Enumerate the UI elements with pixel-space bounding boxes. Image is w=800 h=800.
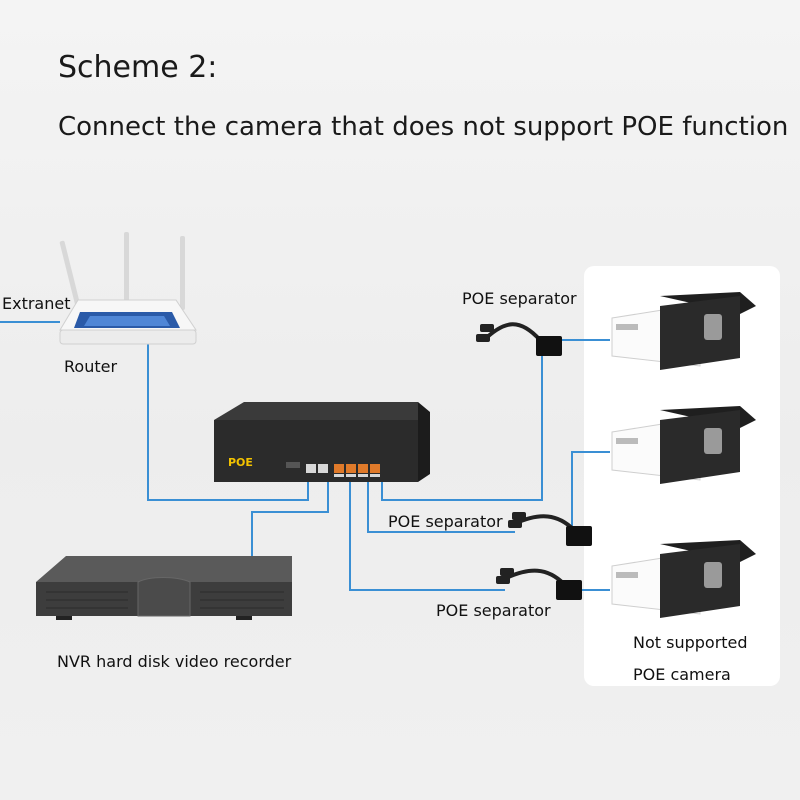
- poe-separator-1-icon: [476, 322, 562, 356]
- poe-separator-label-1: POE separator: [462, 289, 577, 308]
- switch-poe-badge: POE: [228, 456, 253, 469]
- poe-separator-3-icon: [496, 568, 582, 600]
- switch-to-separator2-cable: [367, 478, 515, 533]
- camera-2-icon: [611, 406, 756, 484]
- switch-to-separator1-cable: [381, 350, 543, 501]
- router-to-switch-cable: [147, 340, 309, 501]
- camera-3-icon: [611, 540, 756, 618]
- poe-separator-label-3: POE separator: [436, 601, 551, 620]
- scheme-title: Scheme 2:: [58, 50, 218, 85]
- router-icon: [59, 232, 197, 345]
- poe-separator-label-2: POE separator: [388, 512, 503, 531]
- switch-to-separator3-cable: [349, 478, 505, 591]
- router-label: Router: [64, 357, 118, 376]
- nvr-label: NVR hard disk video recorder: [57, 652, 292, 671]
- poe-switch-icon: [214, 402, 430, 482]
- separator2-to-camera2-cable: [571, 451, 610, 536]
- nvr-recorder-icon: [36, 556, 292, 620]
- poe-separator-2-icon: [508, 512, 592, 546]
- camera-note-line2: POE camera: [633, 665, 731, 684]
- scheme-subtitle: Connect the camera that does not support…: [58, 112, 789, 142]
- extranet-label: Extranet: [2, 294, 71, 313]
- switch-to-nvr-cable: [251, 478, 329, 560]
- camera-1-icon: [611, 292, 756, 370]
- camera-note-line1: Not supported: [633, 633, 748, 652]
